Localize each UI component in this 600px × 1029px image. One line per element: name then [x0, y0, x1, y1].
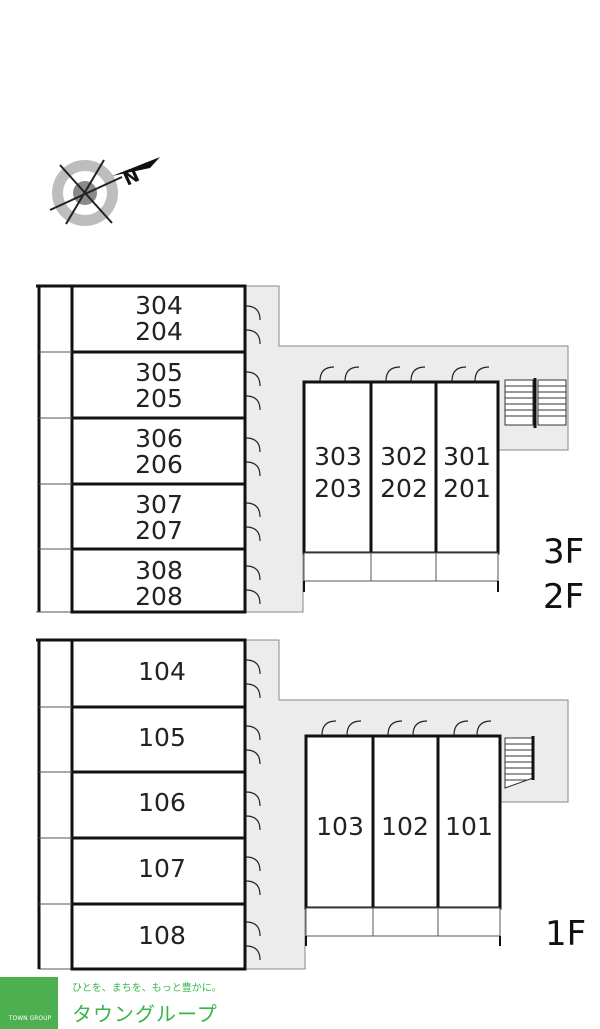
unit-number: 303: [314, 442, 362, 471]
unit-number: 208: [135, 582, 183, 611]
unit-number: 307: [135, 490, 183, 519]
unit-number: 206: [135, 450, 183, 479]
unit-number: 202: [380, 474, 428, 503]
lower-right-units: 103 102 101: [304, 720, 502, 946]
unit-number: 104: [138, 657, 186, 686]
floor-label: 2F: [543, 577, 584, 617]
unit-number: 308: [135, 556, 183, 585]
unit-number: 207: [135, 516, 183, 545]
upper-left-units: 304 204 305 205 306 206 307 207 308 208: [39, 284, 261, 614]
unit-number: 101: [445, 812, 493, 841]
unit-number: 204: [135, 317, 183, 346]
unit-number: 301: [443, 442, 491, 471]
unit-number: 106: [138, 788, 186, 817]
unit-number: 305: [135, 358, 183, 387]
logo-tagline: ひとを、まちを、もっと豊かに。: [72, 983, 222, 994]
lower-block: 104 105 106 107 108 103 102 101: [36, 638, 586, 971]
unit-number: 107: [138, 854, 186, 883]
logo-name: タウングループ: [72, 1002, 218, 1026]
logo-mark-text: TOWN GROUP: [8, 1015, 52, 1022]
unit-number: 306: [135, 424, 183, 453]
unit-number: 201: [443, 474, 491, 503]
unit-number: 108: [138, 921, 186, 950]
upper-block: 304 204 305 205 306 206 307 207 308 208: [36, 284, 584, 617]
logo-tree-icon: [0, 977, 58, 1029]
unit-number: 203: [314, 474, 362, 503]
unit-number: 302: [380, 442, 428, 471]
compass-icon: N: [49, 157, 160, 226]
upper-stairs-icon: [504, 378, 567, 428]
unit-number: 304: [135, 291, 183, 320]
lower-stairs-icon: [504, 736, 535, 789]
floor-label: 3F: [543, 532, 584, 572]
upper-right-units: 303 203 302 202 301 201: [302, 366, 500, 592]
lower-left-units: 104 105 106 107 108: [39, 638, 261, 971]
floor-label: 1F: [545, 914, 586, 954]
unit-number: 102: [381, 812, 429, 841]
unit-number: 105: [138, 723, 186, 752]
unit-number: 103: [316, 812, 364, 841]
unit-number: 205: [135, 384, 183, 413]
